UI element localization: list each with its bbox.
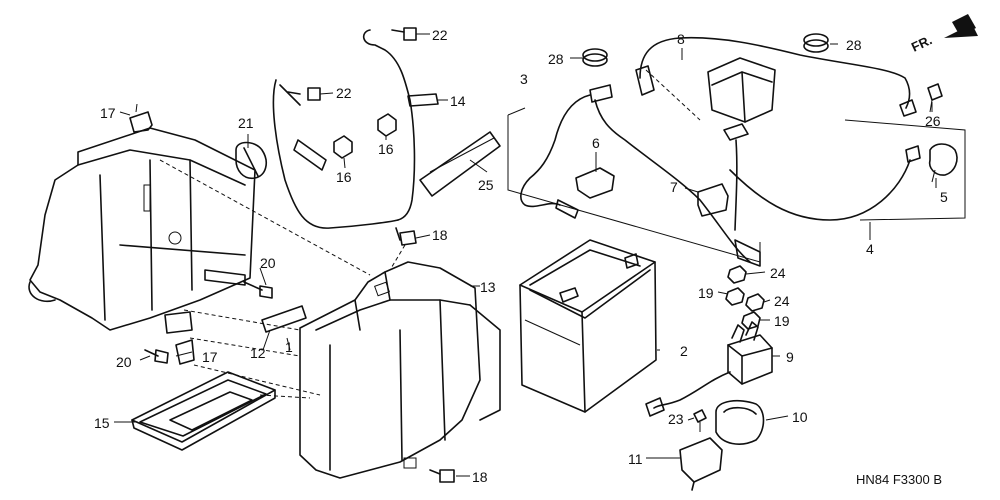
nut-19-lower	[741, 311, 761, 330]
callout-22: 22	[336, 85, 352, 101]
callout-19: 19	[774, 313, 790, 329]
callout-9: 9	[786, 349, 794, 365]
nut-24-lower	[745, 293, 765, 312]
callout-1: 1	[285, 339, 293, 355]
callout-28: 28	[548, 51, 564, 67]
bolt-22-mid	[287, 87, 321, 101]
tray-15	[131, 371, 276, 451]
mount-10	[715, 399, 765, 445]
nut-17-left	[333, 135, 353, 159]
front-arrow	[944, 14, 978, 38]
grommet-28-right	[803, 33, 829, 53]
cable-8	[635, 36, 917, 117]
cable-4	[729, 145, 921, 221]
battery-2	[519, 239, 657, 413]
holder-14	[272, 29, 439, 229]
nut-19-upper	[725, 287, 745, 306]
callout-5: 5	[940, 189, 948, 205]
bolt-18-bottom	[429, 469, 455, 483]
boot-5	[928, 143, 958, 183]
callout-19: 19	[698, 285, 714, 301]
callout-23: 23	[668, 411, 684, 427]
nut-24-upper	[727, 265, 747, 284]
foam-12	[261, 305, 307, 333]
band-25	[419, 131, 501, 197]
callout-20: 20	[116, 354, 132, 370]
callout-3: 3	[520, 71, 528, 87]
callout-17: 16	[378, 141, 394, 157]
callout-13: 13	[480, 279, 496, 295]
callout-12: 12	[250, 345, 266, 361]
callout-24: 24	[770, 265, 786, 281]
callout-21: 21	[238, 115, 254, 131]
callout-4: 4	[866, 241, 874, 257]
callout-8: 8	[677, 31, 685, 47]
callout-26: 26	[925, 113, 941, 129]
callout-11: 11	[628, 451, 643, 467]
callout-25: 25	[478, 177, 494, 193]
bolt-18-top	[395, 227, 417, 246]
terminal-cover	[707, 57, 776, 123]
callout-15: 15	[94, 415, 110, 431]
callout-22: 22	[432, 27, 448, 43]
callout-16: 17	[100, 105, 116, 121]
callout-17: 16	[336, 169, 352, 185]
callout-24: 24	[774, 293, 790, 309]
callout-2: 2	[680, 343, 688, 359]
callout-7: 7	[670, 179, 678, 195]
relay-9	[645, 321, 773, 417]
grommet-28-left	[582, 48, 608, 67]
callout-20: 20	[260, 255, 276, 271]
screw-23	[693, 409, 707, 432]
bolt-26	[927, 83, 943, 113]
callout-16: 17	[202, 349, 218, 365]
callout-6: 6	[592, 135, 600, 151]
bracket-11	[679, 437, 723, 491]
cover-7	[697, 183, 729, 217]
bolt-20-lower	[144, 349, 169, 364]
bolt-22-top	[391, 27, 417, 41]
callout-14: 14	[450, 93, 466, 109]
callout-28: 28	[846, 37, 862, 53]
clip-16-bottom	[175, 339, 195, 365]
battery-cover-13	[299, 261, 501, 479]
callout-18: 18	[472, 469, 488, 485]
cap-6	[575, 167, 615, 199]
nut-17-right	[377, 113, 397, 137]
callout-10: 10	[792, 409, 808, 425]
bolt-20-upper	[243, 281, 273, 299]
diagram-code: HN84 F3300 B	[856, 472, 942, 487]
holder-21	[235, 141, 267, 180]
front-marker-label: FR.	[909, 32, 934, 54]
harness-3	[520, 84, 761, 267]
clip-16-top	[129, 103, 153, 133]
callout-18: 18	[432, 227, 448, 243]
battery-case	[28, 127, 256, 334]
